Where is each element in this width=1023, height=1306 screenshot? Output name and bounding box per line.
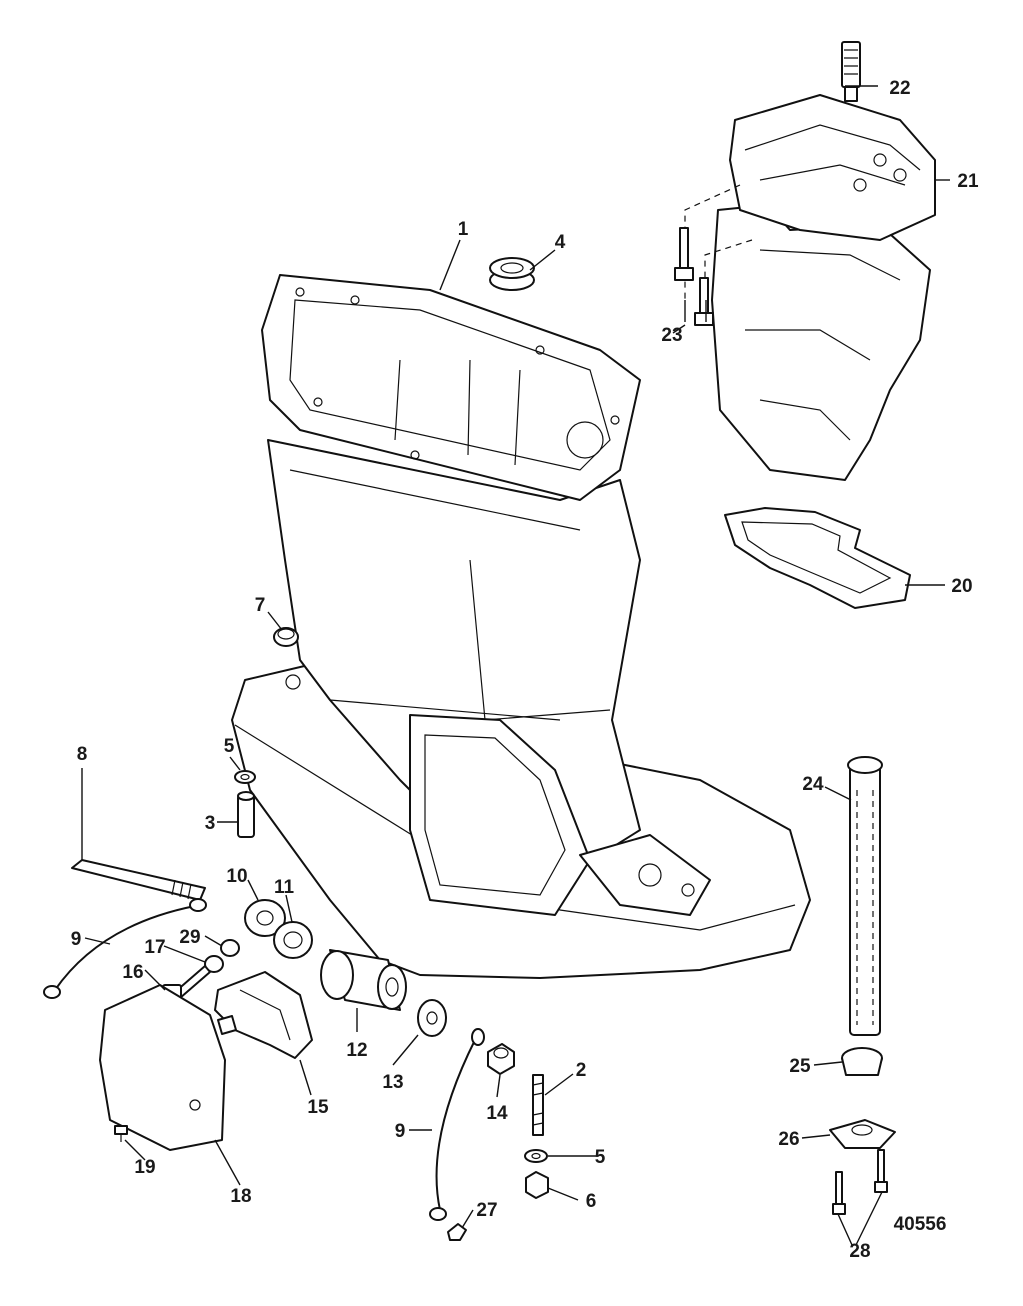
washer-lower <box>524 1149 548 1163</box>
plug <box>273 627 299 647</box>
callout-18: 18 <box>230 1186 251 1207</box>
callout-23: 23 <box>661 325 682 346</box>
leader-lines <box>81 85 950 1246</box>
grommet <box>489 257 535 291</box>
ground-strap-right <box>429 1028 485 1221</box>
mount-cover <box>99 984 226 1151</box>
callout-14: 14 <box>486 1103 508 1124</box>
callout-5-upper: 5 <box>224 736 235 757</box>
callout-6: 6 <box>586 1191 597 1212</box>
callout-3: 3 <box>205 813 216 834</box>
callout-19: 19 <box>134 1157 155 1178</box>
ground-strap-left <box>43 898 207 999</box>
nut-6 <box>525 1171 549 1199</box>
washer-11 <box>273 921 313 959</box>
adaptor-housing <box>684 94 936 481</box>
adaptor-screws <box>674 227 714 326</box>
callout-28: 28 <box>849 1241 870 1262</box>
callout-10: 10 <box>226 866 247 887</box>
filter-screen <box>841 41 861 102</box>
nut-14 <box>487 1043 515 1075</box>
callout-2: 2 <box>576 1060 587 1081</box>
washer-upper <box>234 770 256 784</box>
tube-seal <box>841 1047 883 1076</box>
screw <box>237 791 255 838</box>
washer-29 <box>220 939 240 957</box>
rubber-mount <box>320 949 407 1011</box>
callout-4: 4 <box>555 232 566 253</box>
callout-9-right: 9 <box>395 1121 406 1142</box>
callout-13: 13 <box>382 1072 403 1093</box>
callout-12: 12 <box>346 1040 367 1061</box>
callout-24: 24 <box>802 774 824 795</box>
callout-22: 22 <box>889 78 910 99</box>
water-tube <box>847 756 883 1036</box>
figure-number: 40556 <box>894 1214 947 1235</box>
callout-25: 25 <box>789 1056 811 1077</box>
washer-17 <box>204 955 224 973</box>
screw-19 <box>114 1125 128 1142</box>
callout-labels: 1 4 22 21 23 20 7 5 3 8 10 11 9 29 17 16… <box>71 78 979 1262</box>
callout-5-lower: 5 <box>595 1147 606 1168</box>
callout-9-left: 9 <box>71 929 82 950</box>
callout-7: 7 <box>255 595 266 616</box>
washer-10 <box>244 899 286 937</box>
callout-27: 27 <box>476 1200 497 1221</box>
screw-27 <box>447 1223 467 1241</box>
driveshaft-housing <box>231 274 811 979</box>
callout-8: 8 <box>77 744 88 765</box>
callout-11: 11 <box>274 877 295 898</box>
guide-screws <box>832 1149 888 1215</box>
callout-29: 29 <box>179 927 200 948</box>
callout-16: 16 <box>122 962 143 983</box>
callout-20: 20 <box>951 576 972 597</box>
callout-21: 21 <box>957 171 979 192</box>
callout-26: 26 <box>778 1129 799 1150</box>
washer-13 <box>417 999 447 1037</box>
tube-guide <box>829 1119 896 1149</box>
long-stud <box>71 859 206 901</box>
callout-1: 1 <box>458 219 469 240</box>
callout-17: 17 <box>144 937 165 958</box>
retainer-bracket <box>214 971 313 1059</box>
stud-2 <box>532 1074 544 1136</box>
callout-15: 15 <box>307 1097 329 1118</box>
gasket <box>724 507 911 609</box>
